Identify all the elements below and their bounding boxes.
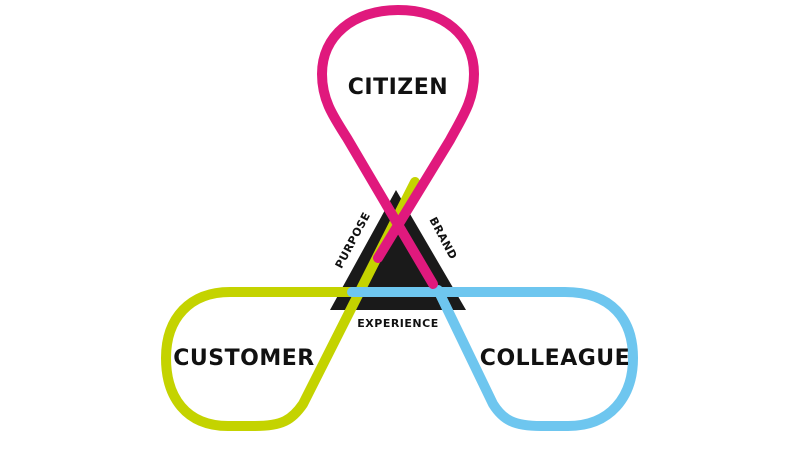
citizen-loop xyxy=(317,5,479,289)
customer-loop xyxy=(161,177,437,431)
customer-label: CUSTOMER xyxy=(173,346,314,371)
citizen-label: CITIZEN xyxy=(348,75,448,100)
colleague-loop xyxy=(347,285,638,431)
experience-label: EXPERIENCE xyxy=(357,317,438,330)
colleague-label: COLLEAGUE xyxy=(480,346,630,371)
